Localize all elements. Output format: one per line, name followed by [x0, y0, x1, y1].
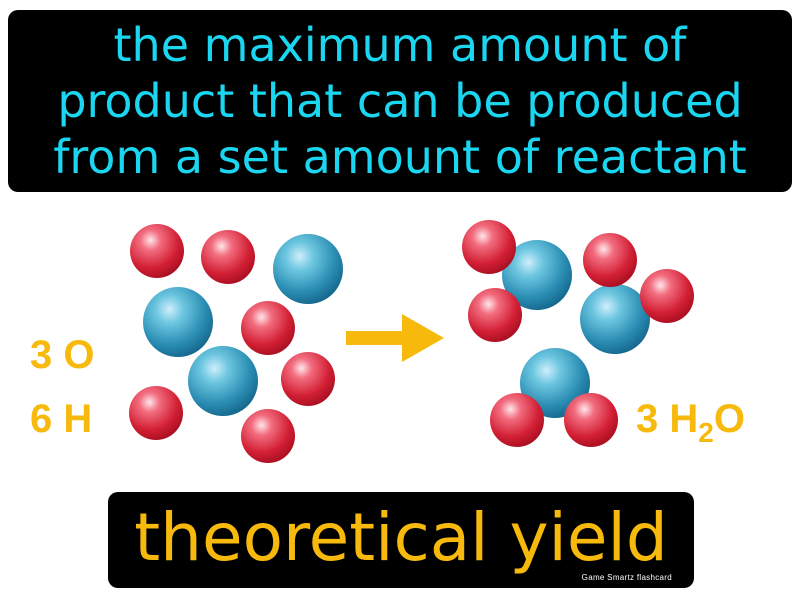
- oxygen-count-label: 3 O: [30, 333, 95, 377]
- hydrogen-atom: [241, 301, 295, 355]
- hydrogen-atom: [462, 220, 516, 274]
- definition-line-1: the maximum amount of: [113, 18, 687, 72]
- reaction-illustration: 3 O 6 H 3 H2O: [0, 200, 800, 480]
- brand-label: Game Smartz flashcard: [581, 573, 672, 582]
- right-arrow-icon: [346, 314, 444, 362]
- hydrogen-count-label: 6 H: [30, 397, 93, 441]
- hydrogen-atom: [241, 409, 295, 463]
- definition-box: the maximum amount of product that can b…: [8, 10, 792, 192]
- water-subscript: 2: [698, 417, 714, 448]
- water-count-text: 3 H: [636, 397, 699, 441]
- water-count-label: 3 H2O: [636, 397, 745, 455]
- hydrogen-atom: [201, 230, 255, 284]
- hydrogen-atom: [640, 269, 694, 323]
- term-box: theoretical yield Game Smartz flashcard: [108, 492, 694, 588]
- water-element: O: [713, 397, 745, 441]
- oxygen-atom: [143, 287, 213, 357]
- oxygen-atom: [580, 284, 650, 354]
- definition-line-2: product that can be produced: [57, 74, 743, 128]
- hydrogen-atom: [564, 393, 618, 447]
- hydrogen-atom: [490, 393, 544, 447]
- hydrogen-atom: [281, 352, 335, 406]
- hydrogen-atom: [129, 386, 183, 440]
- definition-line-3: from a set amount of reactant: [53, 130, 747, 184]
- oxygen-atom: [273, 234, 343, 304]
- term-title: theoretical yield: [134, 499, 668, 576]
- hydrogen-atom: [583, 233, 637, 287]
- oxygen-atom: [188, 346, 258, 416]
- hydrogen-atom: [468, 288, 522, 342]
- hydrogen-atom: [130, 224, 184, 278]
